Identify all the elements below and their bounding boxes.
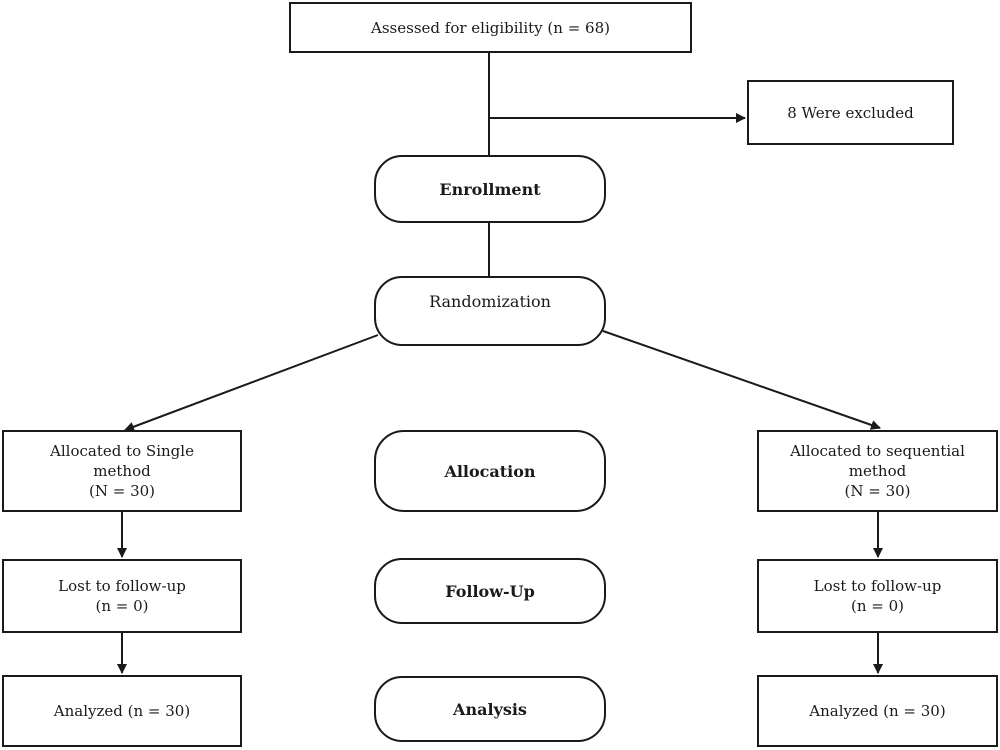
allocation-stage-label: Allocation — [444, 461, 536, 481]
randomization-to-left-arrow — [124, 334, 379, 432]
assessed-box: Assessed for eligibility (n = 68) — [289, 2, 692, 53]
excluded-label: 8 Were excluded — [787, 103, 914, 122]
randomization-label: Randomization — [429, 292, 551, 311]
right-allocated-line2: method — [848, 462, 907, 480]
allocation-stage-pill: Allocation — [374, 430, 606, 512]
right-analyzed-label: Analyzed (n = 30) — [809, 702, 946, 720]
right-allocated-box: Allocated to sequential method (N = 30) — [757, 430, 998, 512]
enrollment-pill: Enrollment — [374, 155, 606, 223]
randomization-to-right-arrow — [602, 330, 881, 430]
right-allocated-line1: Allocated to sequential — [790, 442, 965, 460]
assessed-label: Assessed for eligibility (n = 68) — [371, 18, 610, 37]
excluded-box: 8 Were excluded — [747, 80, 954, 145]
left-lost-n: (n = 0) — [95, 597, 149, 615]
right-analyzed-box: Analyzed (n = 30) — [757, 675, 998, 747]
analysis-stage-pill: Analysis — [374, 676, 606, 742]
right-lost-line1: Lost to follow-up — [813, 577, 942, 595]
left-analyzed-box: Analyzed (n = 30) — [2, 675, 242, 747]
left-allocated-line2: method — [93, 462, 151, 480]
left-allocated-box: Allocated to Single method (N = 30) — [2, 430, 242, 512]
enrollment-label: Enrollment — [439, 179, 541, 199]
follow-up-stage-pill: Follow-Up — [374, 558, 606, 624]
right-lost-n: (n = 0) — [850, 597, 904, 615]
follow-up-stage-label: Follow-Up — [445, 581, 535, 601]
right-lost-box: Lost to follow-up (n = 0) — [757, 559, 998, 633]
randomization-pill: Randomization — [374, 276, 606, 346]
left-analyzed-label: Analyzed (n = 30) — [53, 702, 191, 720]
left-lost-line1: Lost to follow-up — [58, 577, 186, 595]
right-allocated-n: (N = 30) — [844, 482, 911, 500]
left-lost-box: Lost to follow-up (n = 0) — [2, 559, 242, 633]
left-allocated-n: (N = 30) — [88, 482, 156, 500]
analysis-stage-label: Analysis — [453, 699, 527, 719]
left-allocated-line1: Allocated to Single — [50, 442, 194, 460]
